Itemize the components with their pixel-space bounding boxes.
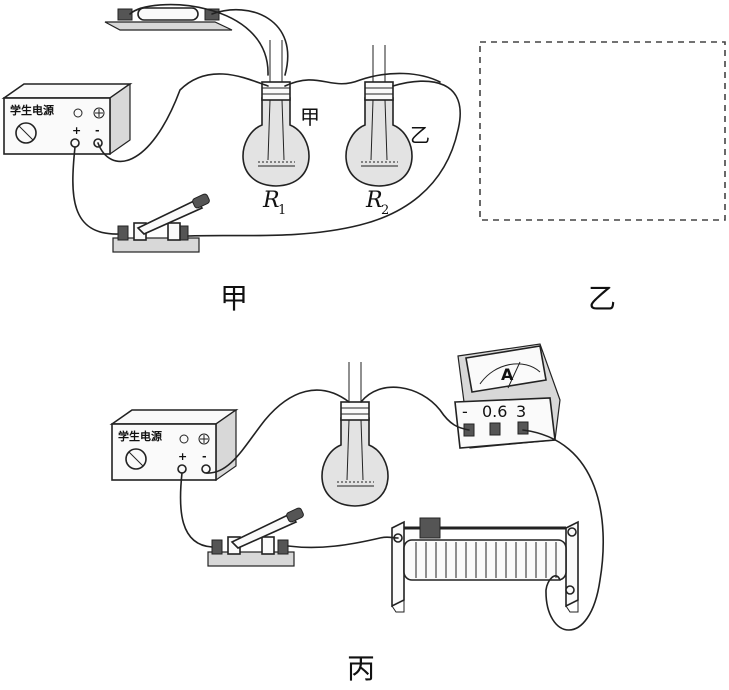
flask-jia-label: 甲 xyxy=(300,105,320,129)
caption-yi: 乙 xyxy=(588,282,616,315)
wire-plus-to-switch xyxy=(179,472,213,548)
power-supply-1: 学生电源 + - xyxy=(1,82,133,156)
tube-instrument xyxy=(104,7,233,31)
earth-icon xyxy=(93,107,105,119)
caption-bing: 丙 xyxy=(347,652,375,685)
flask-yi-label: 乙 xyxy=(410,123,430,147)
wire-r1-to-r2 xyxy=(284,72,441,87)
negative-terminal xyxy=(201,464,211,474)
r1-subscript: 1 xyxy=(278,203,286,218)
wire-r2-to-switch xyxy=(187,80,461,237)
r1-label: R xyxy=(262,188,280,213)
positive-terminal xyxy=(70,138,80,148)
ammeter-terminal-3-label: 3 xyxy=(516,402,526,421)
ammeter-letter: A xyxy=(501,365,514,384)
ammeter: A - 0.6 3 xyxy=(454,343,561,449)
wire-minus-to-flask xyxy=(205,389,350,474)
flask-bing xyxy=(321,362,389,507)
flask-r1 xyxy=(242,40,310,187)
plus-sign: + xyxy=(178,450,187,463)
knife-switch-1 xyxy=(112,193,210,253)
positive-terminal xyxy=(177,464,187,474)
r2-subscript: 2 xyxy=(381,203,389,218)
ammeter-terminal-06-label: 0.6 xyxy=(482,402,507,421)
tube-wire-left xyxy=(129,3,269,76)
power-switch-icon xyxy=(73,108,83,118)
r2-label: R xyxy=(365,188,383,213)
wire-ammeter-to-rheostat xyxy=(522,429,605,631)
minus-sign: - xyxy=(202,450,207,463)
minus-sign: - xyxy=(95,124,100,137)
power-supply-label: 学生电源 xyxy=(10,103,54,117)
power-supply-2: 学生电源 + - xyxy=(109,408,239,482)
earth-icon xyxy=(198,433,210,445)
rheostat-slider xyxy=(419,517,441,539)
rheostat xyxy=(391,517,579,613)
wire-switch-to-rheostat xyxy=(287,536,399,549)
plus-sign: + xyxy=(72,124,81,137)
knife-switch-2 xyxy=(207,507,304,567)
circuit-drawing-area xyxy=(479,41,726,221)
ammeter-scale xyxy=(479,363,541,385)
tube-wire-right xyxy=(211,8,289,76)
wire-minus-to-r1 xyxy=(97,73,269,163)
flask-r2 xyxy=(345,45,413,187)
power-supply-label: 学生电源 xyxy=(118,429,162,443)
wire-flask-to-ammeter xyxy=(360,386,470,431)
ammeter-terminal-minus-label: - xyxy=(462,402,468,421)
ammeter-needle xyxy=(507,361,521,389)
caption-jia: 甲 xyxy=(220,282,248,315)
rheostat-coil xyxy=(415,542,557,578)
wire-plus-to-switch xyxy=(72,146,119,235)
power-switch-icon xyxy=(179,434,189,444)
